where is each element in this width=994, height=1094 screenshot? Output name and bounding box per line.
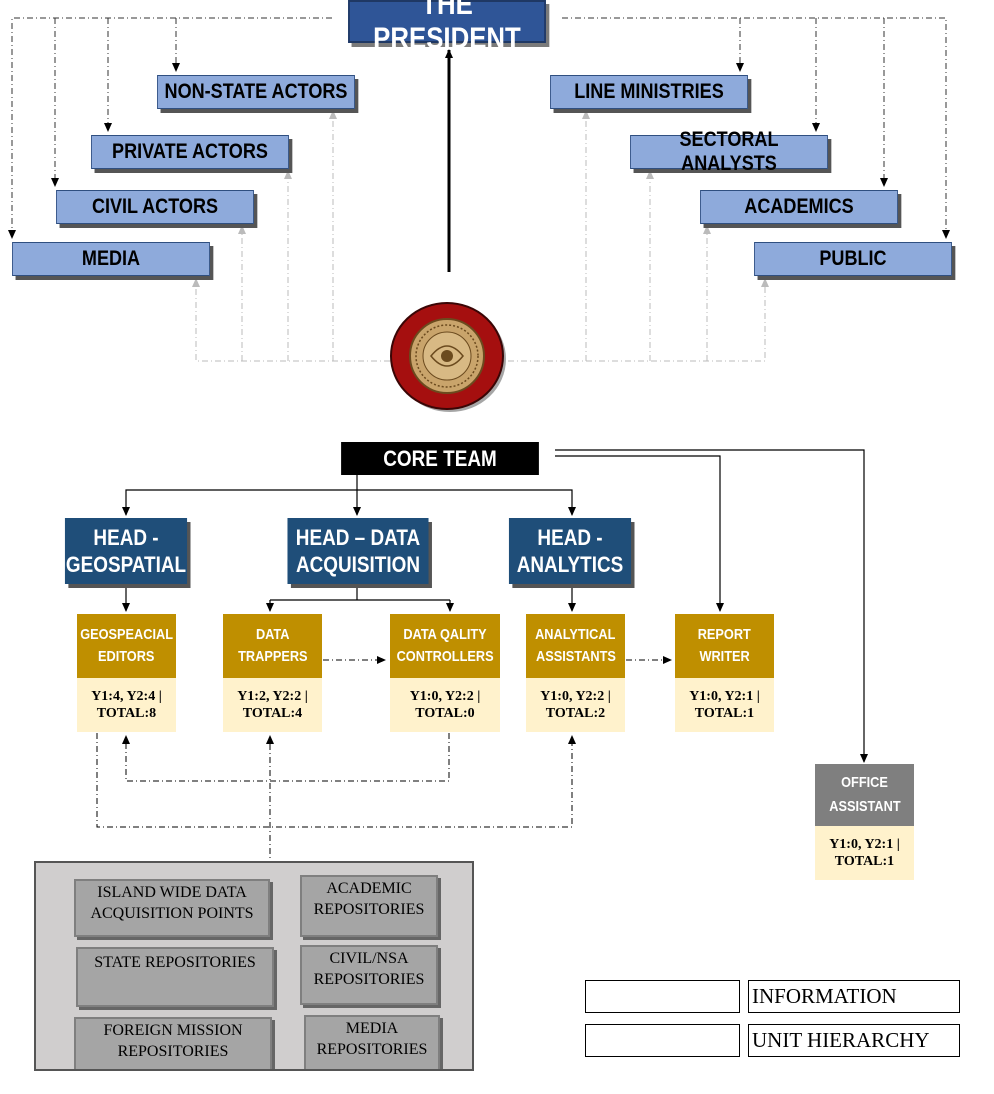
count-line1: Y1:2, Y2:2 | <box>237 688 308 704</box>
head-geospatial-line2: GEOSPATIAL <box>65 552 187 577</box>
data-sources-panel: ISLAND WIDE DATA ACQUISITION POINTS ACAD… <box>34 861 474 1071</box>
unit-data-quality-controllers: DATA QALITY CONTROLLERS <box>390 614 500 678</box>
head-data-acquisition-line2: ACQUISITION <box>295 552 421 577</box>
stakeholder-public: PUBLIC <box>754 242 952 276</box>
unit-office-assistant-count: Y1:0, Y2:1 | TOTAL:1 <box>815 826 914 880</box>
count-line2: TOTAL:1 <box>694 706 755 721</box>
stakeholder-line-ministries: LINE MINISTRIES <box>550 75 748 109</box>
source-media-repositories: MEDIA REPOSITORIES <box>304 1015 440 1069</box>
count-line1: Y1:0, Y2:1 | <box>689 688 760 704</box>
unit-report-writer-count: Y1:0, Y2:1 | TOTAL:1 <box>675 678 774 732</box>
count-line2: TOTAL:8 <box>96 706 157 721</box>
count-line1: Y1:4, Y2:4 | <box>91 688 162 704</box>
seal-emblem <box>390 302 506 412</box>
source-island-wide-points: ISLAND WIDE DATA ACQUISITION POINTS <box>74 879 270 937</box>
legend-hierarchy-label: UNIT HIERARCHY <box>748 1024 960 1057</box>
head-geospatial-line1: HEAD - <box>93 524 159 550</box>
count-line1: Y1:0, Y2:1 | <box>829 836 900 852</box>
count-line2: TOTAL:4 <box>242 706 303 721</box>
unit-geospatial-editors-line2: EDITORS <box>98 648 155 665</box>
source-civil-nsa-repositories: CIVIL/NSA REPOSITORIES <box>300 945 438 1005</box>
unit-report-writer-line2: WRITER <box>699 648 750 665</box>
unit-office-assistant: OFFICE ASSISTANT <box>815 764 914 826</box>
count-line1: Y1:0, Y2:2 | <box>540 688 611 704</box>
unit-data-trappers-line2: TRAPPERS <box>237 648 308 665</box>
stakeholder-private-actors: PRIVATE ACTORS <box>91 135 289 169</box>
unit-analytical-assistants: ANALYTICAL ASSISTANTS <box>526 614 625 678</box>
head-data-acquisition: HEAD – DATA ACQUISITION <box>287 518 429 584</box>
count-line2: TOTAL:2 <box>545 706 606 721</box>
unit-office-assistant-line2: ASSISTANT <box>828 798 901 815</box>
stakeholder-civil-actors: CIVIL ACTORS <box>56 190 254 224</box>
stakeholder-sectoral-analysts: SECTORAL ANALYSTS <box>630 128 828 175</box>
unit-report-writer-line1: REPORT <box>697 626 752 644</box>
unit-geospatial-editors-count: Y1:4, Y2:4 | TOTAL:8 <box>77 678 176 732</box>
core-team-box: CORE TEAM <box>341 442 539 475</box>
count-line1: Y1:0, Y2:2 | <box>409 688 481 704</box>
unit-data-trappers: DATA TRAPPERS <box>223 614 322 678</box>
head-analytics-line1: HEAD - <box>537 524 603 550</box>
source-state-repositories: STATE REPOSITORIES <box>76 947 274 1007</box>
unit-analytical-assistants-count: Y1:0, Y2:2 | TOTAL:2 <box>526 678 625 732</box>
legend-information-label: INFORMATION <box>748 980 960 1013</box>
unit-data-trappers-count: Y1:2, Y2:2 | TOTAL:4 <box>223 678 322 732</box>
source-academic-repositories: ACADEMIC REPOSITORIES <box>300 875 438 937</box>
legend-information-sample <box>585 980 740 1013</box>
head-data-acquisition-line1: HEAD – DATA <box>295 524 421 550</box>
count-line2: TOTAL:1 <box>834 854 895 869</box>
legend-hierarchy-sample <box>585 1024 740 1057</box>
unit-report-writer: REPORT WRITER <box>675 614 774 678</box>
president-box: THE PRESIDENT <box>348 0 546 55</box>
source-foreign-mission-repositories: FOREIGN MISSION REPOSITORIES <box>74 1017 272 1069</box>
unit-office-assistant-line1: OFFICE <box>841 774 888 791</box>
unit-data-quality-controllers-count: Y1:0, Y2:2 | TOTAL:0 <box>390 678 500 732</box>
unit-data-quality-controllers-line2: CONTROLLERS <box>396 648 494 665</box>
unit-analytical-assistants-line1: ANALYTICAL <box>535 626 616 644</box>
head-geospatial: HEAD - GEOSPATIAL <box>64 518 188 584</box>
unit-data-trappers-line1: DATA <box>255 626 290 644</box>
unit-geospatial-editors-line1: GEOSPEACIAL <box>80 626 173 644</box>
head-analytics-line2: ANALYTICS <box>516 552 624 577</box>
stakeholder-non-state-actors: NON-STATE ACTORS <box>157 75 355 109</box>
stakeholder-media: MEDIA <box>12 242 210 276</box>
stakeholder-academics: ACADEMICS <box>700 190 898 224</box>
count-line2: TOTAL:0 <box>415 706 475 721</box>
head-analytics: HEAD - ANALYTICS <box>508 518 632 584</box>
unit-analytical-assistants-line2: ASSISTANTS <box>535 648 616 665</box>
unit-data-quality-controllers-line1: DATA QALITY <box>403 626 487 644</box>
unit-geospatial-editors: GEOSPEACIAL EDITORS <box>77 614 176 678</box>
